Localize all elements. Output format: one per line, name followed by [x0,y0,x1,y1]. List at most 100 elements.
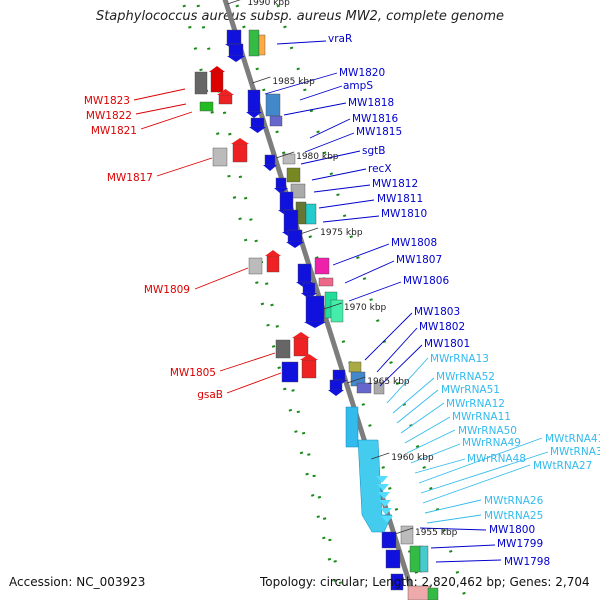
gene-block-MW1809-2-body [266,255,280,273]
rna-label-13: MWtRNA25 [484,510,543,522]
gene-block-MW1801-3-body [356,382,372,394]
gene-block-vraS-body [248,29,260,57]
gene-block-MW1815 [249,117,266,133]
trna-marker-1 [376,476,388,483]
gene-block-MW1801-2-body [329,379,343,391]
gene-block-MW1805 [275,339,291,359]
rna-leader-4 [400,402,445,434]
gene-block-MW1810-3 [305,203,317,225]
gene-block-MW1811-body [290,183,306,199]
accession-text: Accession: NC_003923 [9,575,146,589]
tick-label-6: 1965 kbp [367,377,410,387]
gene-block-MW1812-2-arrow [274,188,288,194]
rna-label-5: MWrRNA11 [452,411,511,423]
rna-label-7: MWrRNA49 [462,437,521,449]
rna-label-9: MWtRNA41 [545,433,600,445]
gene-block-vraR-2-body [228,43,244,57]
right-label-9: MW1812 [372,178,418,190]
rna-leader-1 [386,357,429,404]
left-leader-1 [133,88,186,101]
gene-block-MW1806-2-body [305,295,325,323]
gene-block-gsaB-2-body [301,359,317,379]
right-leader-16 [376,327,418,373]
gene-block-MW1810-5 [286,229,304,248]
genome-stats-text: Topology: circular; Length: 2,820,462 bp… [260,575,590,589]
rrna-operon-block-1 [345,406,359,448]
right-leader-12 [332,243,390,266]
gene-block-MW1822-body [218,94,233,105]
gene-block-MW1810-4-body [283,209,299,233]
left-label-3: MW1821 [91,125,137,137]
right-label-19: MW1799 [497,538,543,550]
right-leader-7 [300,150,361,165]
tick-label-1: 1990 kbp [247,0,290,8]
right-leader-13 [344,260,395,284]
tick-mark-3 [275,151,295,159]
right-leader-9 [313,184,371,193]
gene-block-orange [258,34,266,56]
gene-block-orange-body [258,34,266,56]
rna-label-10: MWtRNA34 [550,446,600,458]
gene-block-MW1812-2 [274,177,288,194]
gene-block-MW1807-body [314,257,330,275]
left-leader-7 [226,372,282,394]
tick-label-7: 1960 kbp [391,453,434,463]
right-label-11: MW1810 [381,208,427,220]
tick-label-5: 1970 kbp [344,303,387,313]
gene-block-MW1800-2-body [381,531,397,549]
right-label-5: MW1816 [352,113,398,125]
left-leader-5 [194,267,249,290]
gene-block-MW1806-2-arrow [304,322,326,328]
gene-block-MW1800-2 [381,531,397,549]
gene-block-MW1808-body [297,263,312,283]
gene-block-MW1820-arrow [246,112,262,118]
rna-label-12: MWtRNA26 [484,495,544,507]
right-leader-5 [309,118,351,139]
left-label-7: gsaB [197,389,223,401]
tick-mark-5 [323,302,342,310]
rna-leader-8 [414,458,466,474]
gene-block-MW1798-3 [427,587,439,600]
rna-leader-10 [420,451,549,494]
gene-block-MW1798-3-body [427,587,439,600]
gene-block-MW1823-2-body [210,71,224,93]
left-leader-6 [219,352,276,372]
gene-block-sgtB-body [264,154,276,166]
right-label-20: MW1798 [504,556,550,568]
gene-block-MW1801-2 [328,379,344,396]
right-label-17: MW1801 [424,338,470,350]
gene-block-MW1815-arrow [249,127,266,133]
tick-mark-4 [300,227,319,235]
right-leader-15 [364,312,413,361]
gene-block-MW1805-2-arrow [292,332,310,338]
gene-block-vraR-2 [227,43,245,62]
gene-block-vraS [248,29,260,57]
gene-block-gsaB-body [281,361,299,383]
right-leader-10 [318,199,375,209]
trna-marker-4 [379,500,391,507]
trna-marker-2 [377,484,389,491]
right-label-13: MW1807 [396,254,442,266]
gene-block-MW1801-2-arrow [328,390,344,396]
gene-block-MW1805-2 [292,332,310,357]
right-label-6: MW1815 [356,126,402,138]
gene-block-MW1812-2-body [275,177,287,189]
tick-label-2: 1985 kbp [272,77,315,87]
rna-label-11: MWtRNA27 [533,460,592,472]
gene-block-sgtB-arrow [263,165,277,171]
gene-block-MW1817 [212,147,228,167]
left-leader-2 [135,103,187,115]
gene-block-MW1823-2 [209,66,225,93]
rrna-operon-block-2 [357,439,393,533]
gene-block-gsaB [281,361,299,383]
right-leader-18 [419,527,487,531]
guide-dots-4 [276,4,466,596]
rna-leader-3 [396,389,439,424]
left-leader-4 [156,157,213,177]
rna-label-6: MWrRNA50 [458,425,517,437]
gene-block-MW1801-4 [373,381,385,395]
gene-block-MW1818 [265,93,281,117]
left-label-5: MW1809 [144,284,190,296]
gene-block-MW1805-2-body [293,337,309,357]
